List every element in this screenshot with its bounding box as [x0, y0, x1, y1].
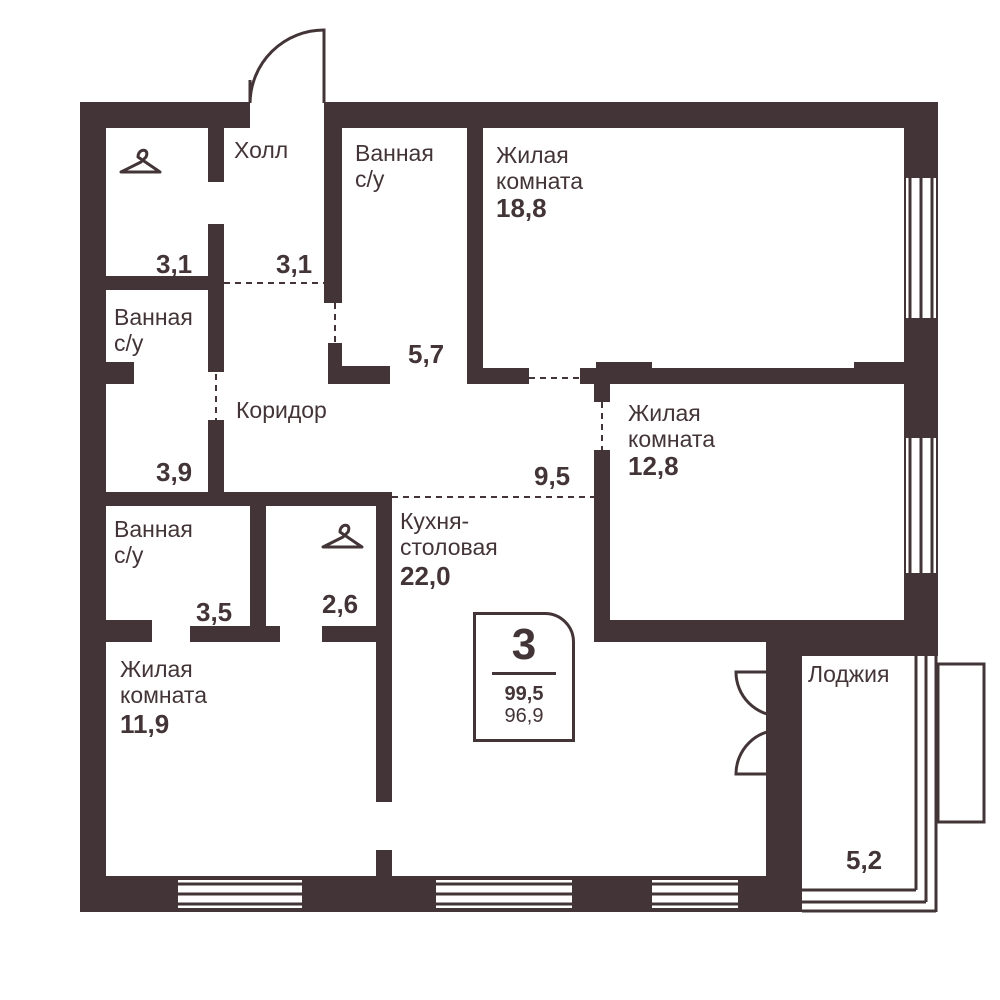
total-area: 99,5	[504, 683, 544, 705]
hanger-icon	[119, 148, 162, 174]
room-area-bath2: 3,9	[156, 457, 193, 487]
room-label-living2: Жилая комната	[628, 400, 715, 452]
entrance-door	[248, 28, 326, 104]
openings	[215, 282, 603, 498]
room-area-loggia: 5,2	[846, 845, 883, 875]
room-label-bath2: Ванная с/у	[114, 304, 193, 356]
window-right-bottom	[906, 438, 936, 573]
room-label-hall: Холл	[234, 137, 289, 163]
room-label-corridor: Коридор	[236, 397, 327, 423]
room-area-living3: 11,9	[120, 709, 170, 739]
outer-walls	[80, 102, 938, 912]
room-label-living3: Жилая комната	[120, 656, 207, 708]
window-bottom-right	[652, 880, 738, 908]
room-area-bath3: 3,5	[196, 597, 233, 627]
room-label-bath1: Ванная с/у	[355, 140, 434, 192]
hanger-icon	[321, 523, 364, 549]
room-label-bath3: Ванная с/у	[114, 516, 193, 568]
room-area-wardrobe2: 2,6	[322, 589, 359, 619]
room-label-kitchen: Кухня- столовая	[400, 508, 498, 560]
loggia-door	[734, 656, 782, 776]
window-bottom-left	[178, 880, 302, 908]
window-right-top	[906, 178, 936, 318]
room-area-corridor: 9,5	[534, 461, 571, 491]
room-label-loggia: Лоджия	[808, 661, 890, 687]
room-area-living2: 12,8	[628, 451, 679, 481]
room-area-hall: 3,1	[276, 249, 313, 279]
room-area-kitchen: 22,0	[400, 561, 451, 591]
summary-divider	[492, 672, 556, 675]
room-area-bath1: 5,7	[408, 339, 445, 369]
room-label-living1: Жилая комната	[496, 142, 583, 194]
room-count: 3	[511, 620, 537, 669]
apartment-summary-badge: 3 99,5 96,9	[473, 612, 575, 742]
room-area-wardrobe1: 3,1	[156, 249, 193, 279]
living-area: 96,9	[504, 705, 544, 727]
interior-walls	[106, 128, 904, 880]
window-bottom-middle	[436, 880, 572, 908]
loggia-glazing	[802, 656, 986, 913]
room-area-living1: 18,8	[496, 193, 547, 223]
